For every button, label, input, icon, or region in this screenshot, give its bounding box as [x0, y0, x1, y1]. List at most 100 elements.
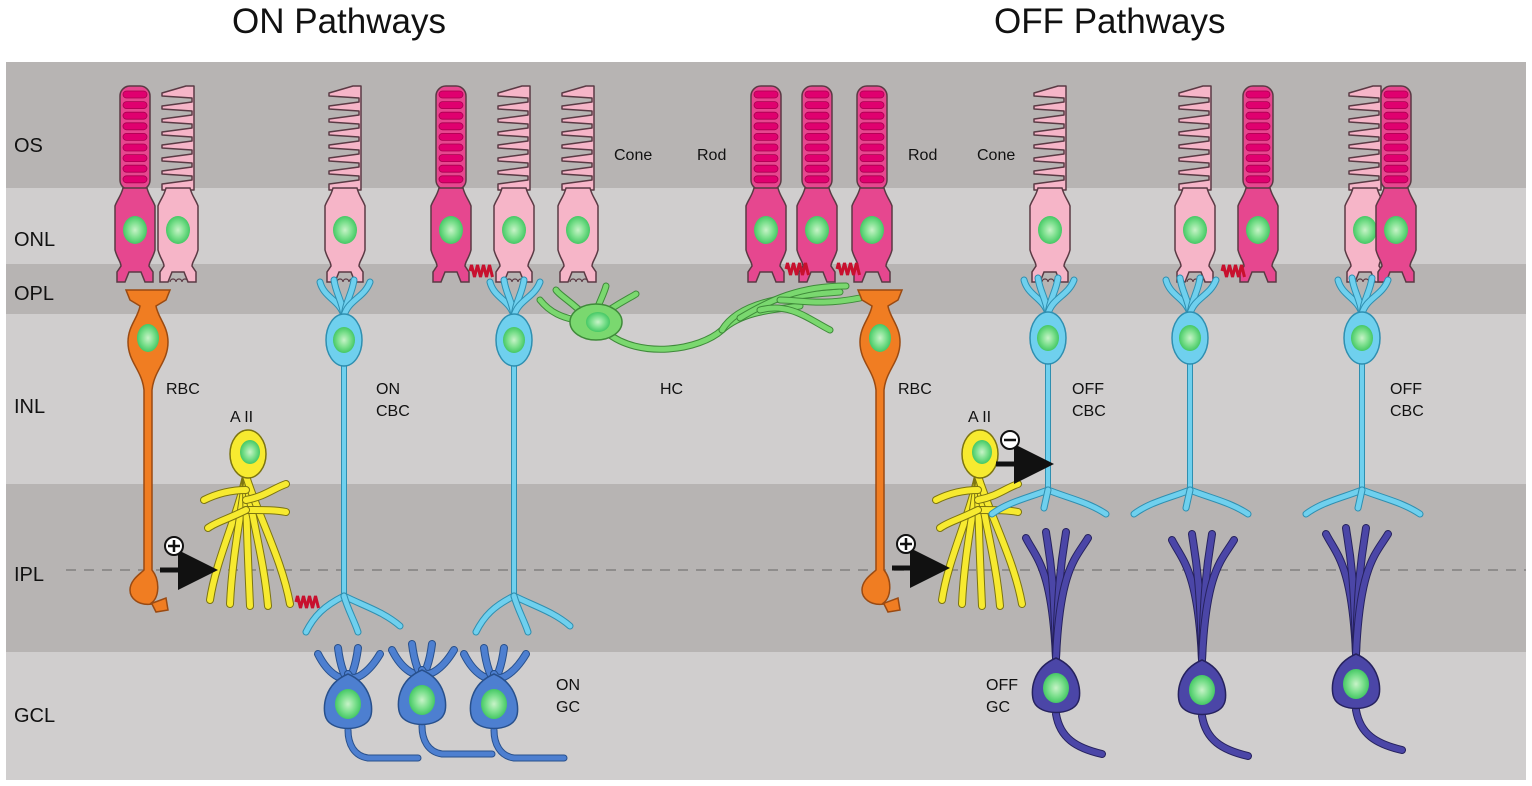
cbc-terminal — [1045, 487, 1109, 517]
gap-junction-zigzag — [468, 264, 494, 278]
nucleus — [1179, 325, 1201, 351]
rod-off-5 — [1375, 85, 1417, 283]
rod-disc — [804, 132, 830, 141]
rod-disc — [1383, 164, 1409, 173]
cbc-dendrite — [341, 279, 373, 319]
rod-disc — [122, 164, 148, 173]
rod-disc — [859, 101, 885, 109]
cbc-terminal — [1131, 487, 1193, 517]
rod-disc — [753, 111, 779, 120]
aii-dendrite — [243, 473, 293, 607]
rod-disc — [1245, 143, 1271, 152]
cbc-terminal — [1303, 487, 1365, 517]
nucleus — [1183, 216, 1207, 244]
nucleus — [1384, 216, 1408, 244]
rod-disc — [122, 90, 148, 99]
rod-disc — [1245, 90, 1271, 99]
gc-axon — [1199, 713, 1251, 759]
rod-disc — [859, 90, 885, 99]
rod-disc — [1383, 132, 1409, 141]
cone-pedicle-ribbon — [581, 278, 589, 283]
rod-bipolar-cell-on — [124, 289, 172, 613]
gc-axon — [1353, 707, 1405, 753]
layer-label-inl: INL — [14, 396, 45, 418]
nucleus — [333, 216, 357, 244]
rod-disc — [753, 90, 779, 99]
rod-disc — [804, 175, 830, 184]
rod-disc — [753, 122, 779, 131]
cbc-terminal — [511, 593, 573, 629]
label-off-gc-line1: OFF — [986, 677, 1018, 694]
rod-disc — [1245, 111, 1271, 120]
band-gcl — [6, 652, 1526, 780]
gc-axon — [345, 727, 421, 761]
rod-on-1 — [114, 85, 156, 283]
cone-outer-segment — [328, 85, 362, 191]
rod-disc — [1383, 175, 1409, 184]
label-off-cbc-b-line2: CBC — [1390, 403, 1424, 420]
gap-junction-zigzag — [294, 595, 320, 609]
nucleus — [1353, 216, 1377, 244]
rod-disc — [753, 154, 779, 163]
rod-off-2 — [796, 85, 838, 283]
rod-disc — [859, 122, 885, 131]
cone-on-3 — [493, 85, 535, 283]
excitatory-synapse — [160, 536, 218, 590]
nucleus — [409, 685, 435, 715]
aii-dendrite — [243, 507, 289, 515]
cbc-dendrite — [1045, 277, 1077, 317]
rod-disc — [438, 143, 464, 152]
cbc-dendrite — [1359, 277, 1391, 317]
rod-disc — [859, 175, 885, 184]
label-aii-on: A II — [230, 409, 253, 426]
nucleus — [439, 216, 463, 244]
rod-disc — [1245, 122, 1271, 131]
off-cone-bipolar-2 — [1130, 274, 1252, 518]
nucleus — [860, 216, 884, 244]
nucleus — [1343, 669, 1369, 699]
rod-disc — [1383, 154, 1409, 163]
rod-disc — [804, 122, 830, 131]
cone-on-4 — [557, 85, 599, 283]
rod-disc — [438, 90, 464, 99]
rod-disc — [804, 111, 830, 120]
rod-disc — [1383, 90, 1409, 99]
rod-disc — [438, 154, 464, 163]
nucleus — [1038, 216, 1062, 244]
inhibitory-synapse — [996, 430, 1054, 484]
gc-axon — [1053, 711, 1105, 757]
on-cone-bipolar-2 — [472, 276, 574, 636]
nucleus — [1037, 325, 1059, 351]
cbc-terminal — [511, 593, 531, 635]
label-aii-off: A II — [968, 409, 991, 426]
label-on-cbc-line2: CBC — [376, 403, 410, 420]
rod-disc — [804, 90, 830, 99]
layer-label-os: OS — [14, 135, 43, 157]
rod-disc — [1245, 175, 1271, 184]
cbc-terminal — [1183, 487, 1193, 511]
rod-disc — [122, 132, 148, 141]
gap-junction — [468, 264, 494, 278]
off-pathways-title: OFF Pathways — [994, 2, 1226, 41]
rod-disc — [859, 164, 885, 173]
on-ganglion-cell-2 — [388, 640, 496, 758]
label-on-cbc-line1: ON — [376, 381, 400, 398]
aii-dendrite — [975, 481, 1021, 503]
on-pathways-title: ON Pathways — [232, 2, 446, 41]
gap-junction-zigzag — [784, 262, 810, 276]
gc-axon — [491, 727, 567, 761]
nucleus — [123, 216, 147, 244]
rod-disc — [438, 101, 464, 109]
cone-on-2 — [324, 85, 366, 283]
gc-axon — [419, 723, 495, 757]
label-rod-off: Rod — [908, 147, 937, 164]
aii-dendrite — [975, 473, 1025, 607]
aii-dendrite — [205, 507, 249, 531]
cbc-terminal — [1041, 487, 1051, 511]
rod-disc — [859, 154, 885, 163]
gap-junction — [835, 262, 861, 276]
cbc-terminal — [341, 593, 403, 629]
rod-disc — [753, 175, 779, 184]
rod-disc — [1245, 101, 1271, 109]
gap-junction — [784, 262, 810, 276]
